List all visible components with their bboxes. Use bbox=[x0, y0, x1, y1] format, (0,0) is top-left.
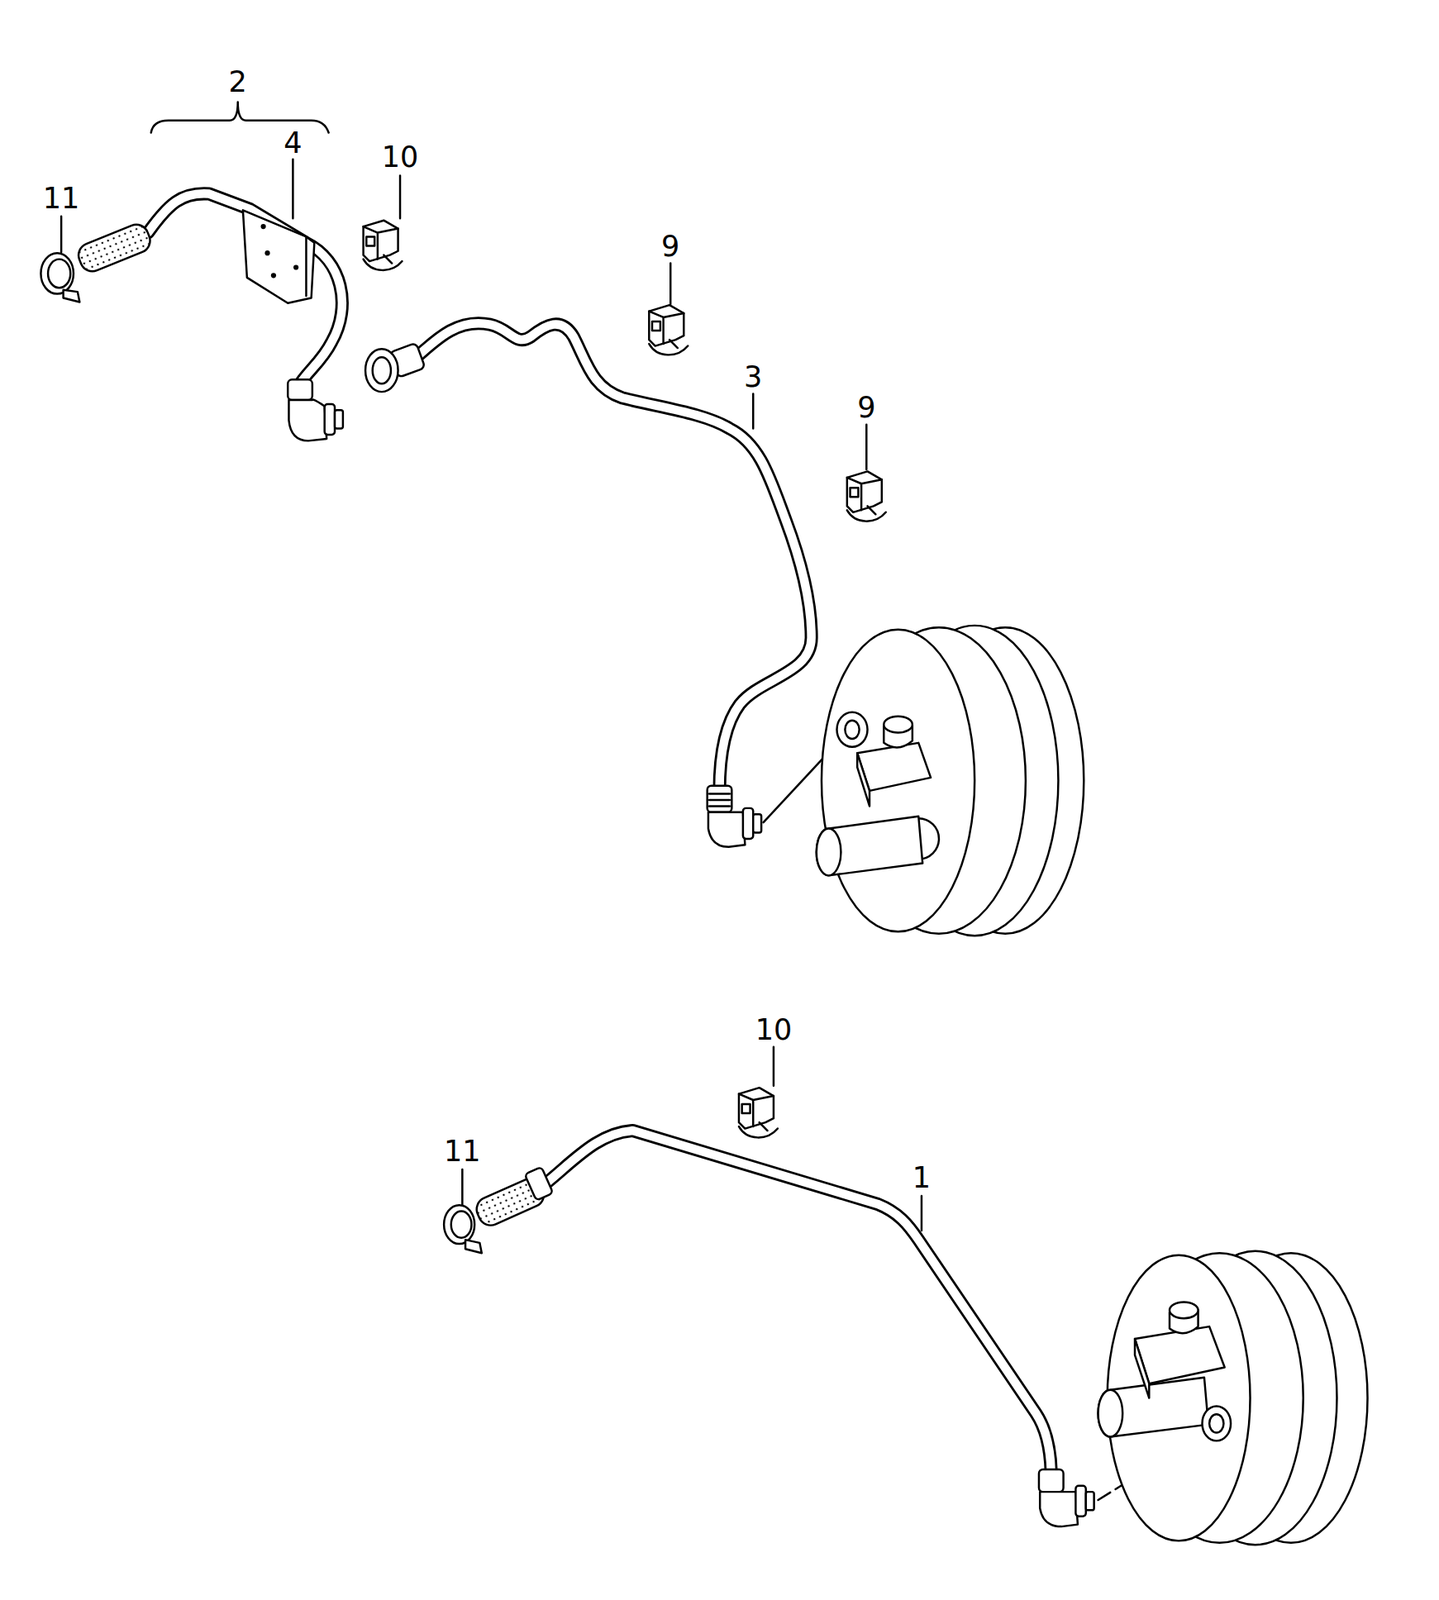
callout-number: 9 bbox=[659, 231, 682, 261]
callout-number: 2 bbox=[227, 66, 249, 96]
callout-number: 10 bbox=[380, 142, 421, 172]
callout-number: 11 bbox=[41, 183, 82, 213]
callout-number: 10 bbox=[753, 1014, 795, 1044]
callout-number: 4 bbox=[281, 128, 304, 158]
callout-number: 3 bbox=[742, 362, 764, 391]
callout-number: 1 bbox=[910, 1162, 933, 1192]
callout-number: 9 bbox=[855, 392, 877, 422]
callout-number: 11 bbox=[442, 1136, 483, 1166]
